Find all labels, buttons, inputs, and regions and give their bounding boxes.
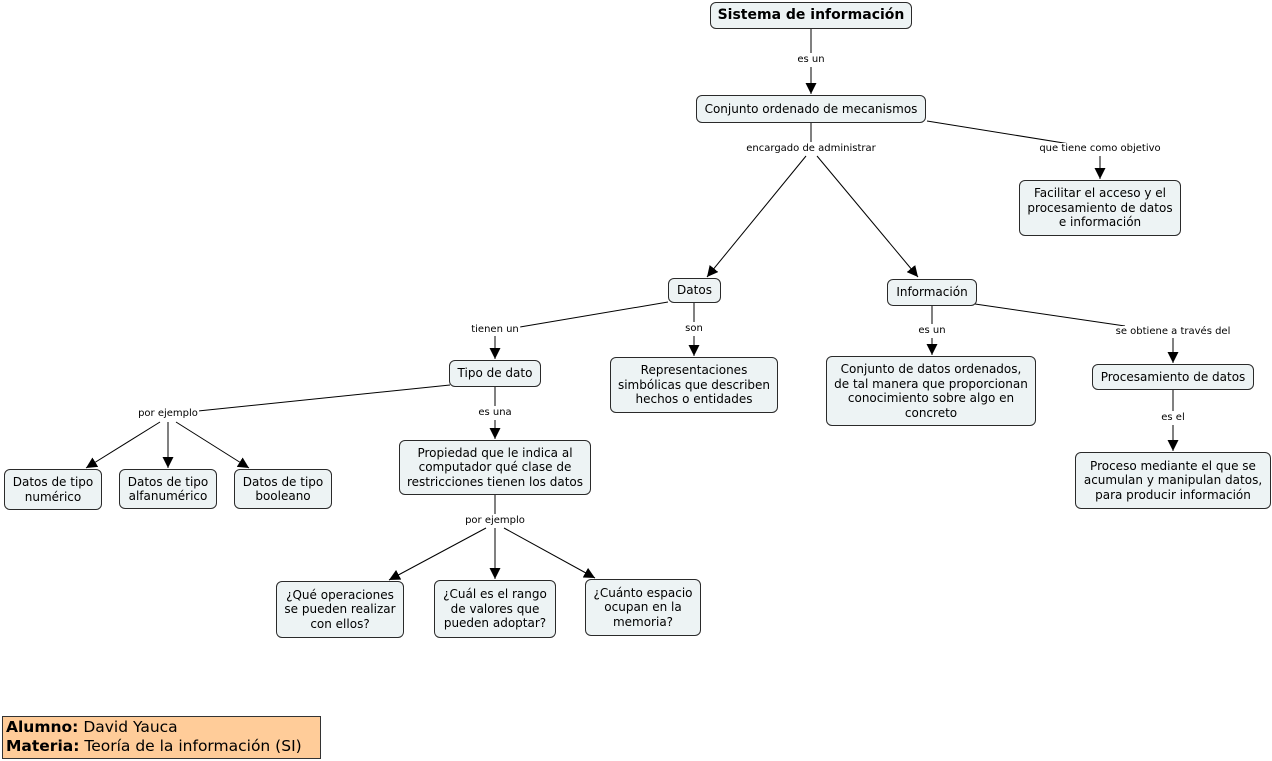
concept-datos[interactable]: Datos [668,278,721,303]
link-label-son: son [684,323,704,335]
line-conjunto-objetivo [926,120,1071,145]
materia-label: Materia: [6,737,80,755]
alumno-row: Alumno: David Yauca [6,718,317,737]
line-datos-tienenun [519,301,669,328]
concept-tipo-booleano[interactable]: Datos de tipo booleano [234,469,332,509]
concept-label: Facilitar el acceso y el procesamiento d… [1027,186,1173,230]
arrow-encargado-informacion [816,155,919,278]
materia-value: Teoría de la información (SI) [84,737,302,755]
concept-label: Procesamiento de datos [1100,369,1246,384]
concept-procesamiento-de-datos[interactable]: Procesamiento de datos [1092,364,1254,390]
concept-label: ¿Cuál es el rango de valores que pueden … [443,587,547,631]
concept-label: ¿Qué operaciones se pueden realizar con … [284,587,396,631]
concept-label: Datos [677,283,712,298]
link-label-se-obtiene: se obtiene a través del [1114,326,1232,338]
arrow-porejemplo-operaciones [388,527,487,581]
concept-label: Datos de tipo booleano [242,474,324,504]
concept-tipo-alfanumerico[interactable]: Datos de tipo alfanumérico [119,469,217,509]
concept-label: Propiedad que le indica al computador qu… [406,445,584,489]
concept-label: Datos de tipo numérico [12,475,94,504]
concept-label: Conjunto ordenado de mecanismos [704,101,918,116]
link-label-es-un-2: es un [917,325,947,337]
concept-informacion[interactable]: Información [887,279,977,306]
concept-pregunta-rango[interactable]: ¿Cuál es el rango de valores que pueden … [434,580,556,638]
alumno-label: Alumno: [6,718,79,736]
concept-label: ¿Cuánto espacio ocupan en la memoria? [593,585,693,629]
link-label-objetivo: que tiene como objetivo [1038,143,1162,155]
concept-sistema-de-informacion[interactable]: Sistema de información [710,2,912,29]
link-label-por-ejemplo-1: por ejemplo [137,408,199,420]
concept-label: Datos de tipo alfanumérico [127,474,209,504]
concept-label: Sistema de información [717,7,905,24]
concept-proceso[interactable]: Proceso mediante el que se acumulan y ma… [1075,452,1271,509]
concept-conjunto-ordenado[interactable]: Conjunto ordenado de mecanismos [696,95,926,123]
link-label-encargado: encargado de administrar [745,143,877,155]
concept-propiedad[interactable]: Propiedad que le indica al computador qu… [399,440,591,495]
concept-conjunto-de-datos[interactable]: Conjunto de datos ordenados, de tal mane… [826,356,1036,426]
concept-facilitar[interactable]: Facilitar el acceso y el procesamiento d… [1019,180,1181,236]
line-info-seobtiene [974,303,1126,327]
link-label-es-un: es un [796,54,826,66]
arrow-porejemplo-numerico [85,421,161,469]
materia-row: Materia: Teoría de la información (SI) [6,737,317,756]
alumno-value: David Yauca [83,718,178,736]
link-label-tienen-un: tienen un [470,324,520,336]
concept-label: Tipo de dato [457,366,533,381]
arrow-porejemplo-espacio [503,527,596,579]
arrow-porejemplo-booleano [175,421,250,469]
concept-pregunta-espacio[interactable]: ¿Cuánto espacio ocupan en la memoria? [585,579,701,636]
concept-representaciones[interactable]: Representaciones simbólicas que describe… [610,357,778,413]
concept-label: Información [896,285,968,300]
concept-pregunta-operaciones[interactable]: ¿Qué operaciones se pueden realizar con … [276,581,404,638]
arrow-encargado-datos [706,155,807,278]
student-info-box: Alumno: David Yauca Materia: Teoría de l… [2,716,321,759]
concept-label: Representaciones simbólicas que describe… [617,363,771,407]
line-tipo-porejemplo [197,384,451,412]
concept-tipo-numerico[interactable]: Datos de tipo numérico [4,469,102,510]
link-label-es-el: es el [1160,412,1186,424]
concept-label: Conjunto de datos ordenados, de tal mane… [834,362,1028,420]
link-label-es-una: es una [477,407,513,419]
concept-tipo-de-dato[interactable]: Tipo de dato [449,360,541,387]
link-label-por-ejemplo-2: por ejemplo [464,515,526,527]
concept-label: Proceso mediante el que se acumulan y ma… [1083,458,1263,502]
